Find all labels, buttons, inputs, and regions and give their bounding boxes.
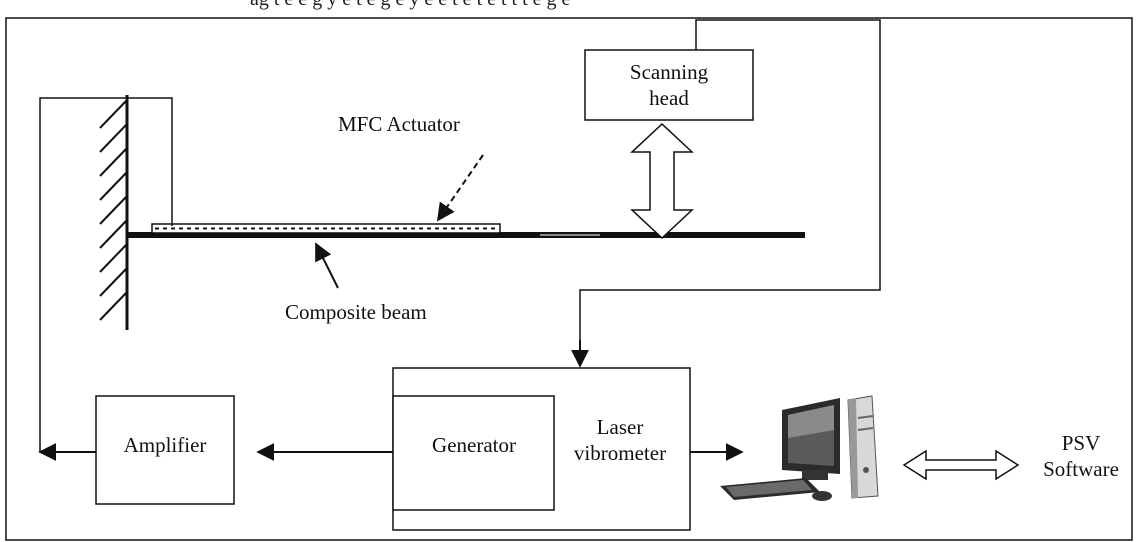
mfc-actuator-label: MFC Actuator — [338, 112, 460, 136]
laser-vibrometer-label: Laser vibrometer — [574, 414, 666, 466]
laser-vibrometer-label-line1: Laser — [596, 415, 644, 439]
outer-frame — [5, 17, 1133, 541]
mfc-pointer-arrow — [436, 154, 484, 222]
composite-beam — [127, 232, 805, 238]
scanner-to-vibrometer-wire — [579, 19, 881, 360]
amplifier-label: Amplifier — [123, 433, 207, 457]
mfc-actuator-patch — [151, 223, 501, 234]
laser-double-arrow — [630, 122, 694, 240]
double-headed-arrow-icon — [902, 449, 1020, 481]
scanning-head-label-line1: Scanning — [629, 60, 709, 84]
laser-vibrometer-label-line2: vibrometer — [573, 441, 667, 465]
scanning-head-box — [584, 49, 754, 121]
psv-software-label: PSV Software — [1043, 430, 1119, 482]
beam-pointer-arrow — [315, 242, 339, 289]
amplifier-box — [95, 395, 235, 505]
scanning-head-label: Scanning head — [630, 59, 708, 111]
psv-software-label-line2: Software — [1043, 457, 1119, 481]
fixed-wall-support — [99, 95, 129, 330]
generator-label: Generator — [432, 433, 516, 457]
scanning-head-label-line2: head — [649, 86, 689, 110]
psv-software-label-line1: PSV — [1061, 431, 1101, 455]
composite-beam-label: Composite beam — [285, 300, 427, 324]
header-caption: ag t e e g y e t e g e y e e t e t e t t… — [250, 0, 570, 12]
desktop-computer-icon — [720, 395, 879, 501]
